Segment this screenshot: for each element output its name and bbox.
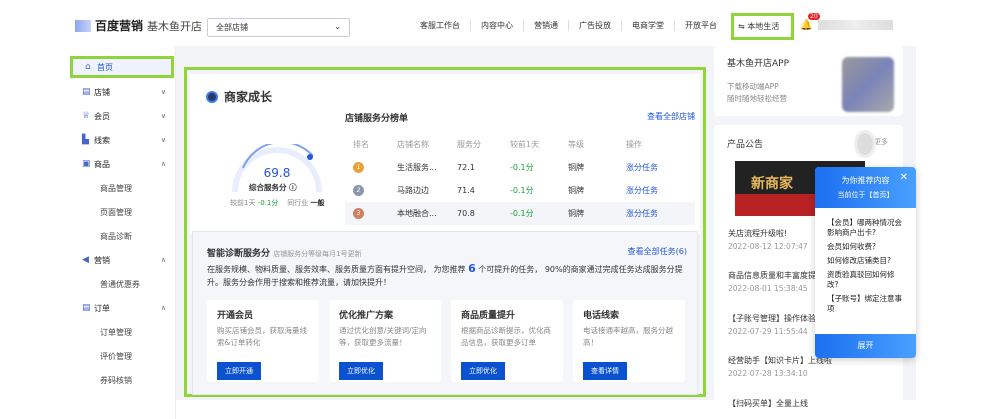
diagnosis-section: 智能诊断服务分 店铺服务分等级每月1号更新 查看全部任务(6) 在服务规模、物料… — [192, 231, 698, 395]
task-action-button[interactable]: 立即优化 — [339, 362, 383, 380]
recommend-item[interactable]: 【会员】哪两种情况会影响商户出卡? — [827, 218, 902, 237]
sidebar-subitem[interactable]: 券码核销 — [100, 375, 132, 385]
nav-item[interactable]: 客服工作台 — [410, 20, 471, 31]
gauge-arc — [232, 144, 322, 193]
chevron-down-icon: ∨ — [160, 88, 166, 96]
chevron-up-icon: ∧ — [160, 256, 166, 264]
table-header: 排名店铺名称服务分较前1天等级操作 — [353, 140, 642, 149]
score-value: 69.8 — [263, 166, 291, 180]
sidebar-item-home[interactable]: ⌂首页 — [70, 56, 174, 78]
chevron-down-icon: ⌄ — [334, 22, 341, 31]
astronaut-mascot — [854, 130, 876, 158]
recommend-item[interactable]: 如何修改店铺类目? — [827, 256, 891, 265]
chevron-down-icon: ∨ — [160, 112, 166, 120]
task-action-button[interactable]: 立即优化 — [461, 362, 505, 380]
task-link[interactable]: 涨分任务 — [626, 209, 658, 218]
store-icon: ▤ — [82, 87, 91, 97]
task-action-button[interactable]: 立即开通 — [217, 362, 261, 380]
recommend-popup: 为你推荐内容当前位于【首页】 ✕ 【会员】哪两种情况会影响商户出卡? 会员如何收… — [815, 167, 916, 358]
chart-icon: ▙ — [82, 135, 89, 145]
sidebar-item-member[interactable]: ♕会员∨ — [82, 111, 166, 121]
recommend-item[interactable]: 资质验真驳回如何修改? — [827, 270, 895, 289]
task-link[interactable]: 涨分任务 — [626, 186, 658, 195]
task-card: 商品质量提升根据商品诊断提示，优化商品信息，获取更多订单立即优化 — [451, 300, 563, 382]
store-select[interactable]: 全部店铺⌄ — [207, 18, 350, 37]
local-life-button[interactable]: ⇋ 本地生活 — [731, 13, 794, 40]
chevron-up-icon: ∧ — [160, 304, 166, 312]
sidebar-subitem[interactable]: 评价管理 — [100, 351, 132, 361]
score-label: 综合服务分 ⓘ — [249, 183, 297, 192]
product-icon: ▣ — [82, 159, 91, 169]
announcement-item[interactable]: 【扫码买单】全量上线 — [728, 399, 808, 408]
task-action-button[interactable]: 查看详情 — [583, 362, 627, 380]
view-all-stores-link[interactable]: 查看全部店铺 — [647, 112, 695, 121]
diagnosis-title: 智能诊断服务分 店铺服务分等级每月1号更新 — [207, 249, 362, 259]
bronze-medal-icon: 3 — [353, 208, 364, 219]
ranking-title: 店铺服务分榜单 — [345, 114, 409, 124]
logo[interactable]: 百度营销基木鱼开店 — [75, 17, 202, 34]
growth-icon — [206, 90, 218, 103]
sidebar-subitem[interactable]: 商品诊断 — [100, 231, 132, 241]
top-bar: 百度营销基木鱼开店 全部店铺⌄ 客服工作台内容中心营销通广告投放电商学堂 开放平台… — [60, 0, 920, 46]
nav-item[interactable]: 广告投放 — [569, 20, 622, 31]
switch-icon: ⇋ — [738, 22, 748, 31]
section-title: 商家成长 — [206, 88, 272, 105]
nav-item[interactable]: 内容中心 — [471, 20, 524, 31]
silver-medal-icon: 2 — [353, 185, 364, 196]
notification-badge: 20 — [808, 13, 820, 20]
sidebar-item-order[interactable]: ▤订单∧ — [82, 303, 166, 313]
task-card: 电话线索电话接通率越高，服务分越高！查看详情 — [573, 300, 685, 382]
nav-item[interactable]: 营销通 — [524, 20, 569, 31]
nav-item[interactable]: 开放平台 — [685, 21, 717, 30]
home-icon: ⌂ — [85, 62, 91, 72]
qr-code-blurred — [842, 57, 894, 112]
megaphone-icon: ◀ — [82, 255, 89, 265]
bell-icon[interactable]: 🔔 — [800, 20, 813, 31]
order-icon: ▤ — [82, 303, 91, 313]
more-link[interactable]: 更多 — [874, 138, 888, 146]
user-info-blurred[interactable] — [818, 20, 893, 30]
task-card: 优化推广方案通过优化创意/关键词/定向等，获取更多流量！立即优化 — [329, 300, 441, 382]
expand-button[interactable]: 展开 — [815, 334, 916, 358]
view-all-tasks-link[interactable]: 查看全部任务(6) — [627, 247, 687, 256]
merchant-growth-card: 商家成长 69.8 综合服务分 ⓘ 较前1天 -0.1分 同行业 一般 店铺服务… — [190, 74, 700, 234]
score-compare: 较前1天 -0.1分 同行业 一般 — [230, 199, 325, 207]
sidebar-subitem[interactable]: 页面管理 — [100, 207, 132, 217]
sidebar-item-store[interactable]: ▤店铺∨ — [82, 87, 166, 97]
task-card: 开通会员购买店铺会员，获取海量线索&订单转化立即开通 — [207, 300, 319, 382]
highlight-frame — [184, 67, 706, 397]
recommend-item[interactable]: 【子账号】绑定注意事项 — [827, 294, 902, 313]
sidebar-subitem[interactable]: 订单管理 — [100, 327, 132, 337]
sidebar-subitem[interactable]: 商品管理 — [100, 183, 132, 193]
task-link[interactable]: 涨分任务 — [626, 163, 658, 172]
announcement-item[interactable]: 关店流程升级啦!2022-08-12 12:07:47 — [728, 229, 808, 251]
top-nav: 客服工作台内容中心营销通广告投放电商学堂 开放平台 — [410, 20, 727, 31]
sidebar-item-marketing[interactable]: ◀营销∧ — [82, 255, 166, 265]
close-icon[interactable]: ✕ — [899, 172, 908, 183]
sidebar-item-leads[interactable]: ▙线索∨ — [82, 135, 166, 145]
diagnosis-description: 在服务规模、物料质量、服务效率、服务质量方面有提升空间， 为您推荐 6 个可提升… — [207, 262, 683, 287]
gold-medal-icon: 1 — [353, 162, 364, 173]
popup-title: 为你推荐内容 — [841, 176, 890, 185]
chevron-down-icon: ∨ — [160, 136, 166, 144]
crown-icon: ♕ — [82, 111, 91, 121]
sidebar: ⌂首页 ▤店铺∨ ♕会员∨ ▙线索∨ ▣商品∧ 商品管理 页面管理 商品诊断 ◀… — [60, 46, 176, 419]
sidebar-item-product[interactable]: ▣商品∧ — [82, 159, 166, 169]
chevron-up-icon: ∧ — [160, 160, 166, 168]
recommend-item[interactable]: 会员如何收费? — [827, 242, 876, 251]
sidebar-subitem[interactable]: 普通优惠券 — [100, 279, 140, 289]
nav-item[interactable]: 电商学堂 — [622, 20, 675, 31]
